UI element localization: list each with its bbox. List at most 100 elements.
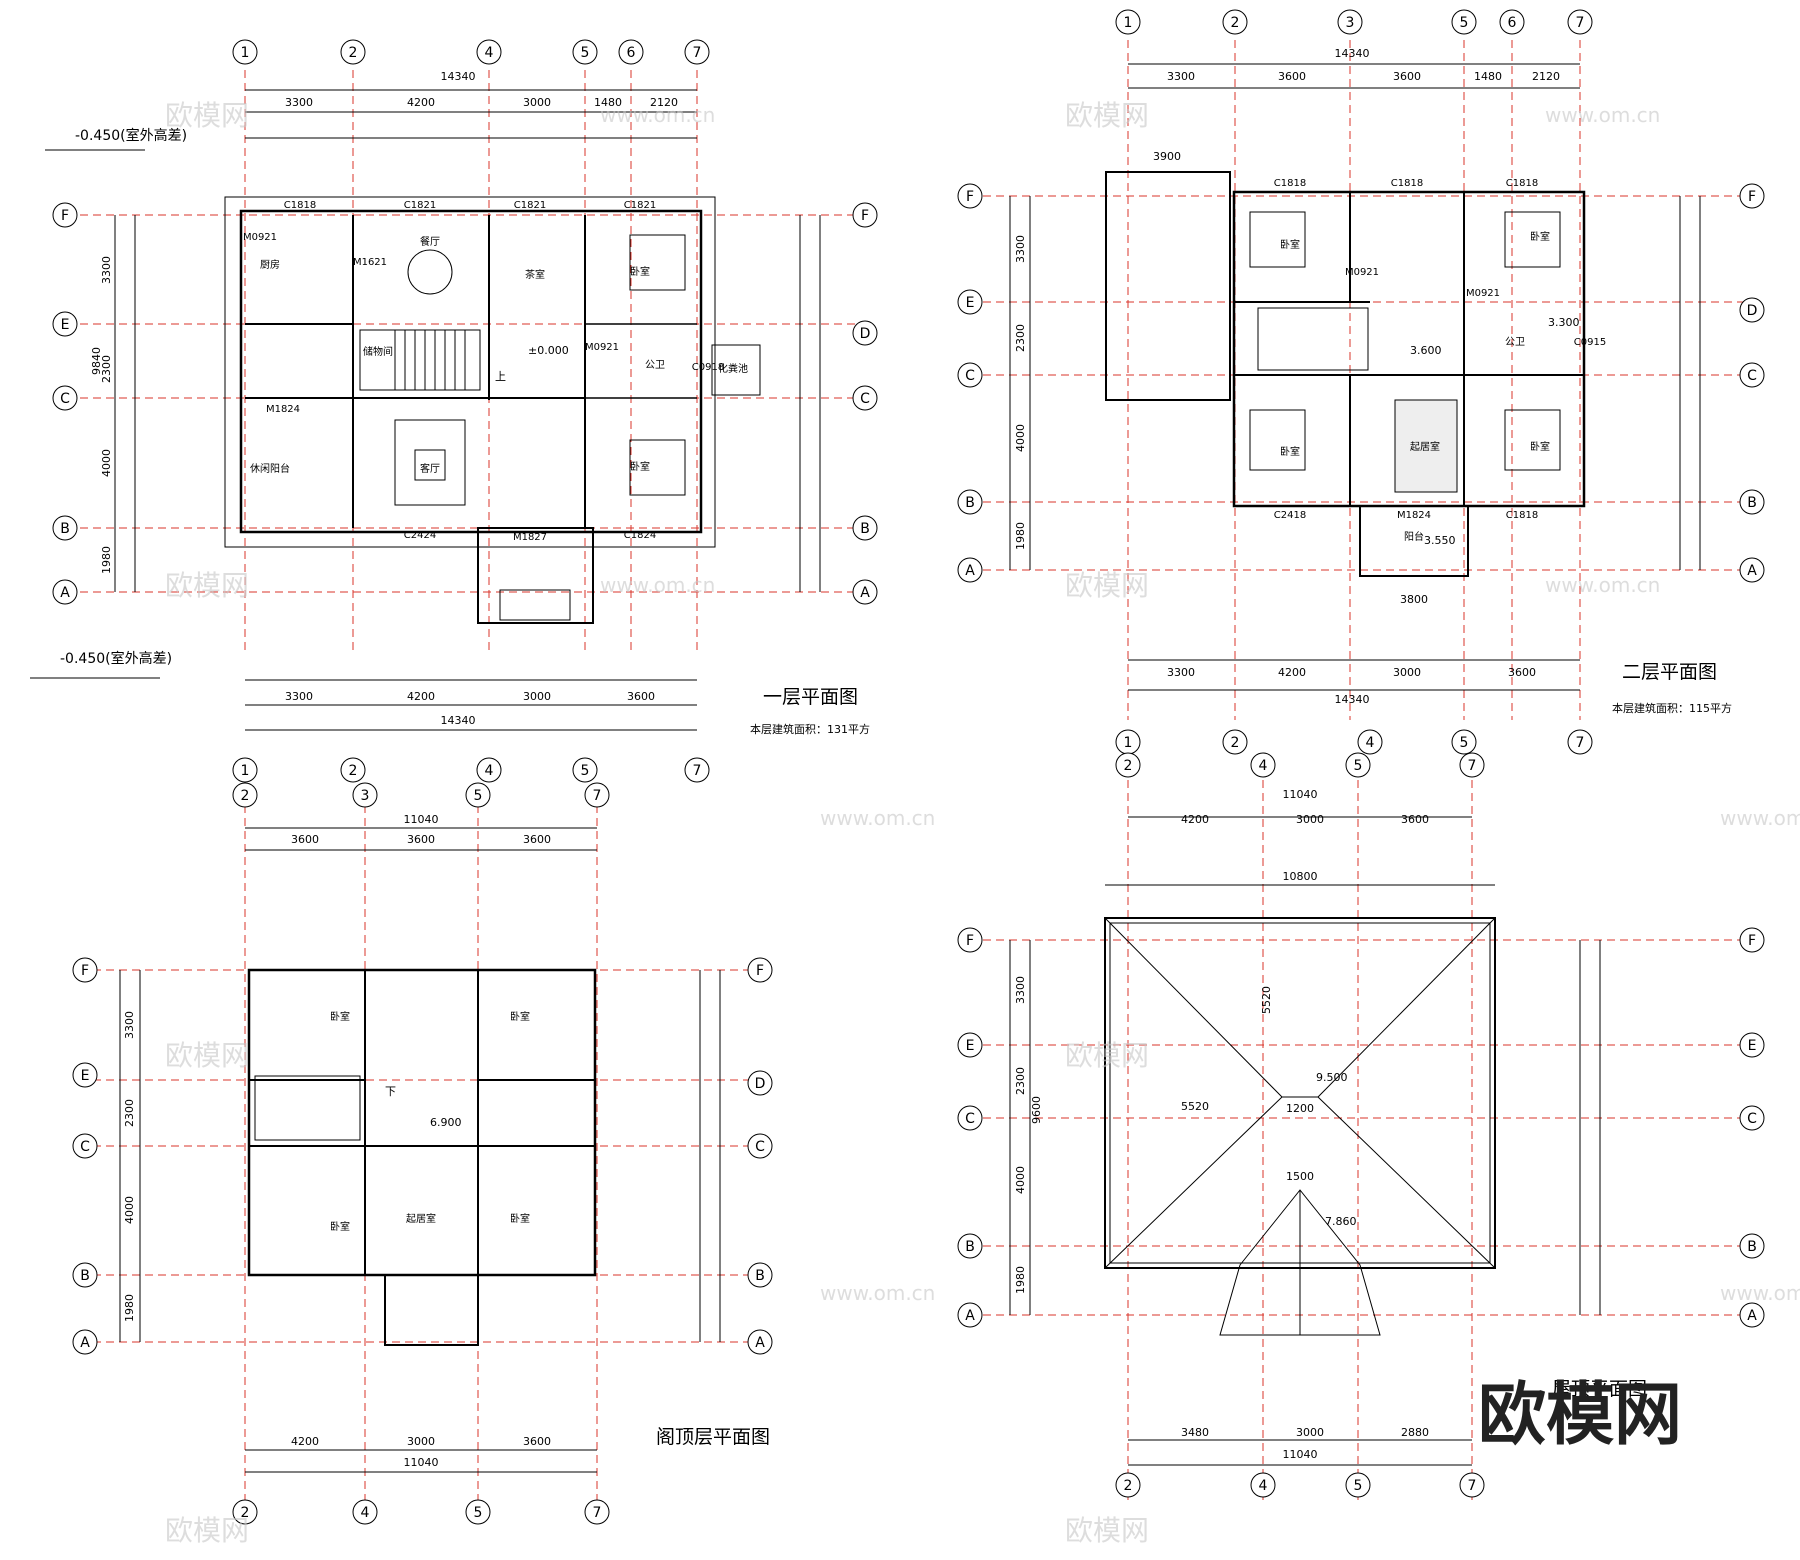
roof-dim-0: 5520 [1181,1100,1209,1113]
axis-1f-bottom-2: 2 [349,763,358,779]
roof-title: 屋顶平面图 [1552,1378,1647,1400]
axis-attic-left-C: C [80,1139,90,1155]
axis-1f-left-C: C [60,391,70,407]
roof-terrace [1105,171,1231,401]
roof-total-dim: 11040 [1283,788,1318,801]
axis-2f-right-C-circle [1739,362,1765,388]
sofa-1f [394,419,466,506]
axis-roof-top-2-circle [1115,752,1141,778]
first-floor-labels: 14340 -0.450(室外高差) -0.450(室外高差) ±0.000 上… [60,70,870,736]
room-1f-9: 卧室 [630,460,650,473]
axis-2f-top-6-circle [1499,9,1525,35]
room-1f-1: 餐厅 [420,235,440,248]
axis-attic-right-A: A [755,1335,765,1351]
axis-2f-right-A: A [1747,563,1757,579]
axis-1f-left-C-circle [52,385,78,411]
room-1f-4: 储物间 [363,345,393,358]
axis-1f-top-6: 6 [627,45,636,61]
axis-roof-left-A-circle [957,1302,983,1328]
watermarks: 欧模网 欧模网 欧模网 欧模网 欧模网 欧模网 欧模网 欧模网 [165,99,1149,1547]
watermark-url-1: www.om.cn [600,103,715,127]
door-1f-9: C1824 [624,530,656,541]
axis-roof-left-B: B [965,1239,975,1255]
axis-1f-right-D-circle [852,320,878,346]
door-1f-11: C0918 [692,362,724,373]
balcony-2f [1359,505,1469,577]
dim-roof-left-3: 1980 [1014,1266,1027,1294]
door-2f-7: M0921 [1466,288,1500,299]
axis-roof-bottom-4: 4 [1259,1478,1268,1494]
attic-floor-labels: 11040 6.900 下 11040 阁顶层平面图 [385,813,770,1469]
dim-roof-bottom-0: 3480 [1181,1426,1209,1439]
attic-stair-down: 下 [385,1085,396,1098]
watermark-url-8: www.om.cn [1720,1281,1800,1305]
roof-dim-4: 9600 [1030,1096,1043,1124]
room-2f-0: 卧室 [1280,238,1300,251]
second-floor-area: 本层建筑面积：115平方 [1612,701,1732,715]
second-floor-plan [970,40,1760,720]
door-1f-3: C1821 [624,200,656,211]
axis-2f-left-B-circle [957,489,983,515]
second-floor-labels: 14340 3900 3.600 3.550 3.300 3800 14340 … [1153,47,1732,715]
watermark-url-6: www.om.cn [1720,806,1800,830]
axis-attic-left-F-circle [72,957,98,983]
watermark-url-2: www.om.cn [1545,103,1660,127]
door-2f-8: C0915 [1574,337,1606,348]
axis-2f-top-3-circle [1337,9,1363,35]
axis-2f-right-D-circle [1739,297,1765,323]
axis-attic-top-7: 7 [593,788,602,804]
watermark-brand-1: 欧模网 [165,99,249,132]
second-floor-total-dim: 14340 [1335,47,1370,60]
axis-1f-bottom-1-circle [232,757,258,783]
axis-2f-right-F: F [1748,189,1756,205]
axis-1f-top-7: 7 [693,45,702,61]
room-attic-3: 起居室 [406,1212,436,1225]
axis-1f-top-4-circle [476,39,502,65]
axis-roof-top-7-circle [1459,752,1485,778]
dim-2f-top-3: 1480 [1474,70,1502,83]
dim-roof-top-1: 3000 [1296,813,1324,826]
axis-attic-bottom-4: 4 [361,1505,370,1521]
axis-attic-left-E: E [81,1068,90,1084]
door-1f-10: M0921 [585,342,619,353]
dim-roof-top-2: 3600 [1401,813,1429,826]
axis-attic-left-B-circle [72,1262,98,1288]
room-1f-8: 客厅 [420,462,440,475]
axis-1f-bottom-5: 5 [581,763,590,779]
dim-1f-top-2: 3000 [523,96,551,109]
stair-attic [254,1075,361,1141]
first-floor-plan [30,70,870,731]
watermark-brand-7: 欧模网 [165,1514,249,1547]
watermark-urls: www.om.cn www.om.cn www.om.cn www.om.cn … [600,103,1800,1305]
axis-2f-right-B-circle [1739,489,1765,515]
axis-1f-top-6-circle [618,39,644,65]
axis-roof-top-4-circle [1250,752,1276,778]
dim-attic-top-0: 3600 [291,833,319,846]
axis-roof-right-F-circle [1739,927,1765,953]
axis-1f-right-A-circle [852,579,878,605]
axis-roof-right-E-circle [1739,1032,1765,1058]
axis-1f-right-F-circle [852,202,878,228]
axis-roof-right-A-circle [1739,1302,1765,1328]
axis-attic-right-D-circle [747,1070,773,1096]
axis-roof-top-2: 2 [1124,758,1133,774]
watermark-brand-3: 欧模网 [165,569,249,602]
dim-1f-left-3: 1980 [100,546,113,574]
axis-1f-left-A-circle [52,579,78,605]
door-2f-0: C1818 [1274,178,1306,189]
axis-2f-left-F-circle [957,183,983,209]
axis-1f-bottom-7: 7 [693,763,702,779]
axis-2f-left-E: E [966,295,975,311]
axis-roof-bottom-2-circle [1115,1472,1141,1498]
axis-roof-top-5-circle [1345,752,1371,778]
axis-1f-bottom-7-circle [684,757,710,783]
axis-roof-left-B-circle [957,1233,983,1259]
axis-2f-top-1-circle [1115,9,1141,35]
second-floor-elev: 3.600 [1410,344,1442,357]
axis-2f-right-B: B [1747,495,1757,511]
axis-attic-left-A-circle [72,1329,98,1355]
axis-1f-left-F-circle [52,202,78,228]
axis-2f-left-C-circle [957,362,983,388]
